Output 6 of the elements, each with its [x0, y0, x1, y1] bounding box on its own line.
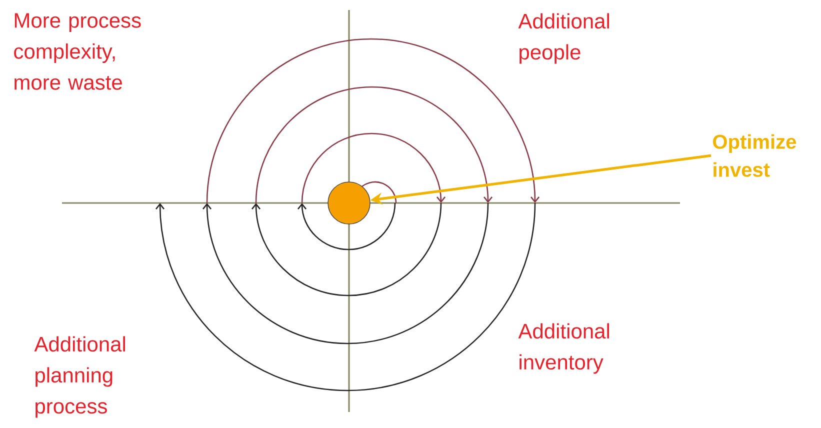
target-circle	[328, 182, 370, 224]
quadrant-label: Additional inventory	[518, 323, 610, 374]
quadrant-label: More process complexity, more waste	[14, 13, 141, 90]
node-label: Optimize invest	[713, 134, 796, 177]
quadrant-label: Additional people	[518, 13, 610, 64]
quadrant-label: Additional planning process	[34, 336, 125, 418]
